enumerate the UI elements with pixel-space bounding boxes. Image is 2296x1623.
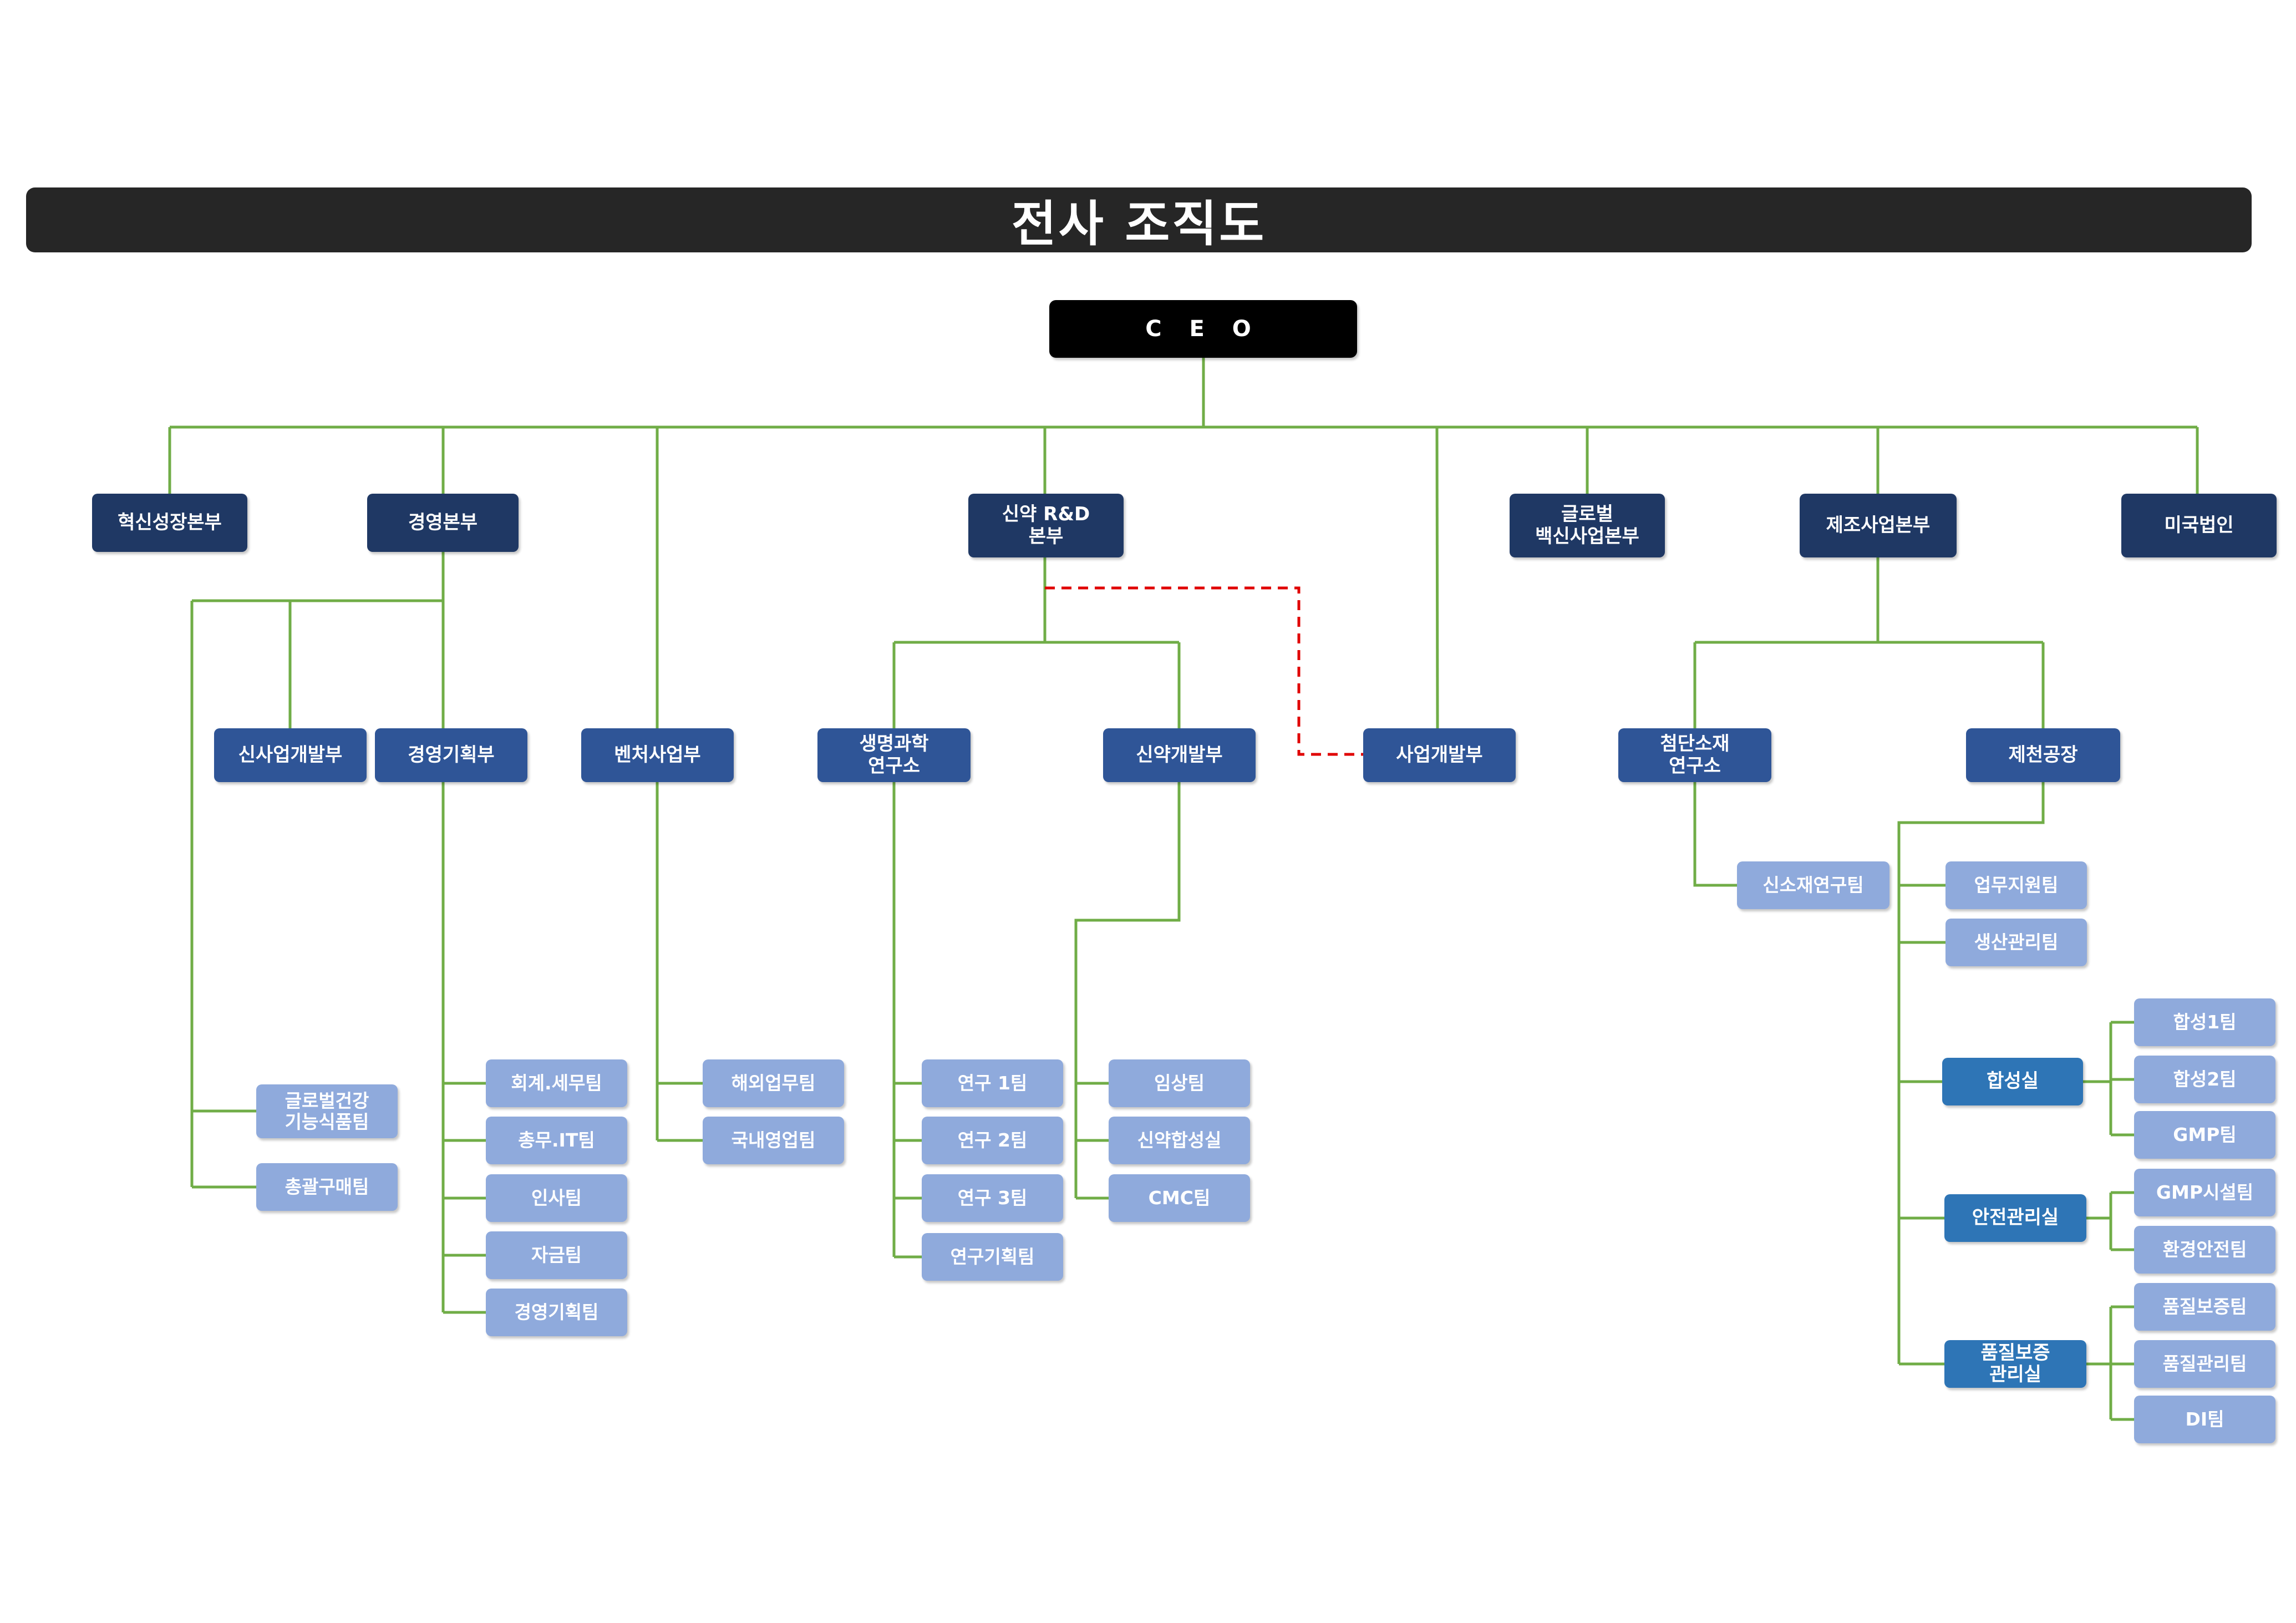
office-label: 합성실	[1987, 1070, 2039, 1093]
team-research-planning: 연구기획팀	[922, 1233, 1063, 1281]
team-overseas: 해외업무팀	[703, 1059, 844, 1107]
team-cmc: CMC팀	[1109, 1174, 1250, 1222]
dept-label: 첨단소재 연구소	[1660, 733, 1730, 777]
division-label: 미국법인	[2164, 514, 2234, 536]
team-qc: 품질관리팀	[2134, 1340, 2275, 1388]
division-innovation: 혁신성장본부	[92, 494, 247, 552]
team-gmp: GMP팀	[2134, 1111, 2275, 1159]
team-hr: 인사팀	[486, 1174, 627, 1222]
division-label: 제조사업본부	[1826, 514, 1931, 536]
team-label: 연구 2팀	[957, 1129, 1028, 1152]
team-env-safety: 환경안전팀	[2134, 1226, 2275, 1274]
dept-label: 제천공장	[2008, 743, 2078, 766]
team-label: 환경안전팀	[2162, 1239, 2247, 1261]
dept-venture: 벤처사업부	[581, 728, 734, 782]
team-label: 글로벌건강 기능식품팀	[285, 1089, 369, 1133]
team-purchasing: 총괄구매팀	[256, 1163, 398, 1211]
team-business-support: 업무지원팀	[1945, 861, 2087, 909]
dept-label: 신사업개발부	[238, 743, 343, 766]
dept-adv-material: 첨단소재 연구소	[1618, 728, 1771, 782]
team-synth-2: 합성2팀	[2134, 1056, 2275, 1103]
office-synthesis: 합성실	[1942, 1058, 2083, 1105]
dept-life-science: 생명과학 연구소	[817, 728, 971, 782]
dept-new-biz: 신사업개발부	[214, 728, 367, 782]
ceo-box: C E O	[1049, 300, 1357, 358]
office-qa: 품질보증 관리실	[1944, 1340, 2086, 1388]
team-label: 합성2팀	[2173, 1068, 2237, 1091]
dept-mgmt-planning: 경영기획부	[375, 728, 527, 782]
team-label: 총무.IT팀	[518, 1129, 595, 1152]
dept-label: 벤처사업부	[614, 743, 701, 766]
team-production-mgmt: 생산관리팀	[1945, 919, 2087, 966]
team-qa: 품질보증팀	[2134, 1283, 2275, 1331]
team-di: DI팀	[2134, 1396, 2275, 1443]
team-research-2: 연구 2팀	[922, 1117, 1063, 1164]
dept-label: 경영기획부	[408, 743, 495, 766]
dotted-link-line	[1045, 586, 1363, 756]
team-label: CMC팀	[1148, 1187, 1211, 1209]
dept-label: 생명과학 연구소	[859, 733, 929, 777]
team-mgmt-planning: 경영기획팀	[486, 1289, 627, 1336]
team-label: 경영기획팀	[514, 1301, 599, 1323]
team-label: 연구 1팀	[957, 1072, 1028, 1094]
page-title: 전사 조직도	[1011, 195, 1267, 252]
team-label: 총괄구매팀	[285, 1176, 369, 1198]
team-research-1: 연구 1팀	[922, 1059, 1063, 1107]
office-label: 안전관리실	[1972, 1206, 2059, 1229]
title-bar: 전사 조직도	[26, 187, 2252, 252]
team-label: 합성1팀	[2173, 1011, 2237, 1033]
team-label: 생산관리팀	[1974, 931, 2059, 953]
team-label: 연구기획팀	[950, 1246, 1035, 1268]
division-label: 신약 R&D 본부	[1002, 503, 1090, 547]
division-label: 글로벌 백신사업본부	[1535, 503, 1639, 547]
ceo-label: C E O	[1145, 316, 1261, 342]
division-global-vaccine: 글로벌 백신사업본부	[1510, 494, 1665, 557]
division-label: 경영본부	[408, 511, 478, 534]
dept-label: 사업개발부	[1396, 743, 1483, 766]
team-label: 연구 3팀	[957, 1187, 1028, 1209]
dept-label: 신약개발부	[1136, 743, 1223, 766]
team-label: 품질보증팀	[2162, 1296, 2247, 1318]
team-label: GMP팀	[2173, 1124, 2237, 1146]
team-new-material: 신소재연구팀	[1737, 861, 1889, 909]
team-label: 해외업무팀	[731, 1072, 816, 1094]
team-label: 회계.세무팀	[511, 1072, 602, 1094]
team-label: GMP시설팀	[2156, 1181, 2254, 1204]
team-clinical: 임상팀	[1109, 1059, 1250, 1107]
dept-biz-dev: 사업개발부	[1363, 728, 1516, 782]
team-domestic-sales: 국내영업팀	[703, 1117, 844, 1164]
team-synth-1: 합성1팀	[2134, 998, 2275, 1046]
team-general-it: 총무.IT팀	[486, 1117, 627, 1164]
team-label: 신소재연구팀	[1762, 874, 1864, 896]
division-manufacturing: 제조사업본부	[1800, 494, 1957, 557]
division-management: 경영본부	[367, 494, 519, 552]
team-label: 임상팀	[1154, 1072, 1205, 1094]
division-rnd: 신약 R&D 본부	[968, 494, 1124, 557]
team-gmp-facility: GMP시설팀	[2134, 1169, 2275, 1216]
team-synthesis-lab: 신약합성실	[1109, 1117, 1250, 1164]
team-finance: 자금팀	[486, 1231, 627, 1279]
team-global-health: 글로벌건강 기능식품팀	[256, 1084, 398, 1138]
team-label: 신약합성실	[1137, 1129, 1222, 1152]
team-label: 자금팀	[531, 1244, 582, 1266]
office-label: 품질보증 관리실	[1980, 1341, 2050, 1386]
team-label: 품질관리팀	[2162, 1353, 2247, 1375]
division-us-corp: 미국법인	[2121, 494, 2277, 557]
dept-jecheon: 제천공장	[1966, 728, 2120, 782]
team-research-3: 연구 3팀	[922, 1174, 1063, 1222]
office-safety: 안전관리실	[1944, 1194, 2086, 1242]
division-label: 혁신성장본부	[118, 511, 222, 534]
team-label: 인사팀	[531, 1187, 582, 1209]
team-label: 업무지원팀	[1974, 874, 2059, 896]
team-label: 국내영업팀	[731, 1129, 816, 1152]
dept-drug-dev: 신약개발부	[1103, 728, 1256, 782]
team-label: DI팀	[2185, 1408, 2224, 1431]
team-accounting: 회계.세무팀	[486, 1059, 627, 1107]
